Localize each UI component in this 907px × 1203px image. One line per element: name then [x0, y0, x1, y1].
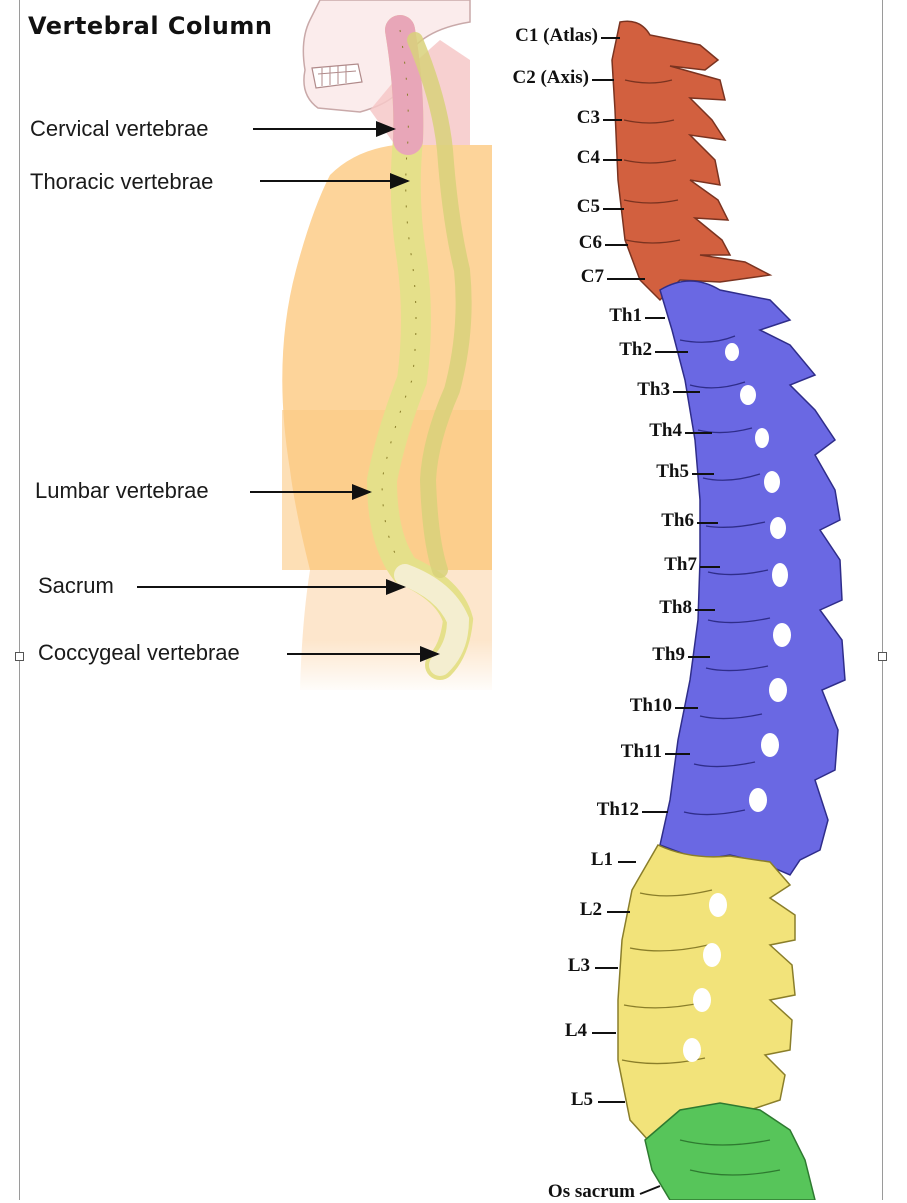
label-th2: Th2 [619, 339, 652, 360]
sacrum-region [644, 1102, 816, 1200]
label-l4: L4 [564, 1020, 587, 1041]
label-l1: L1 [590, 849, 613, 870]
label-thoracic-vertebrae: Thoracic vertebrae [30, 169, 214, 194]
thoracic-region [659, 280, 846, 876]
label-th7: Th7 [664, 554, 697, 575]
label-c6: C6 [578, 232, 602, 253]
label-l2: L2 [579, 899, 602, 920]
label-c5: C5 [576, 196, 600, 217]
label-lumbar-vertebrae: Lumbar vertebrae [35, 478, 209, 503]
label-th6: Th6 [661, 510, 694, 531]
spine-illustration [366, 15, 474, 680]
label-c1: C1 (Atlas) [515, 25, 598, 46]
label-th5: Th5 [656, 461, 689, 482]
label-c2: C2 (Axis) [512, 67, 589, 88]
document-frame [19, 0, 883, 1200]
label-th9: Th9 [652, 644, 685, 665]
label-th1: Th1 [609, 305, 642, 326]
label-l5: L5 [570, 1089, 593, 1110]
label-th3: Th3 [637, 379, 670, 400]
label-th11: Th11 [620, 741, 662, 762]
right-leader-lines [592, 37, 720, 1195]
label-th8: Th8 [659, 597, 692, 618]
label-th4: Th4 [649, 420, 682, 441]
label-os-sacrum: Os sacrum [547, 1181, 635, 1202]
label-sacrum: Sacrum [38, 573, 114, 598]
label-c3: C3 [576, 107, 600, 128]
cervical-region [611, 20, 773, 302]
resize-handle-right[interactable] [878, 652, 887, 661]
label-cervical-vertebrae: Cervical vertebrae [30, 116, 209, 141]
lumbar-region [617, 844, 796, 1141]
label-th10: Th10 [629, 695, 672, 716]
label-th12: Th12 [596, 799, 639, 820]
label-coccygeal-vertebrae: Coccygeal vertebrae [38, 640, 240, 665]
label-c4: C4 [576, 147, 600, 168]
label-c7: C7 [580, 266, 604, 287]
page-title: Vertebral Column [28, 12, 273, 40]
label-l3: L3 [567, 955, 590, 976]
resize-handle-left[interactable] [15, 652, 24, 661]
